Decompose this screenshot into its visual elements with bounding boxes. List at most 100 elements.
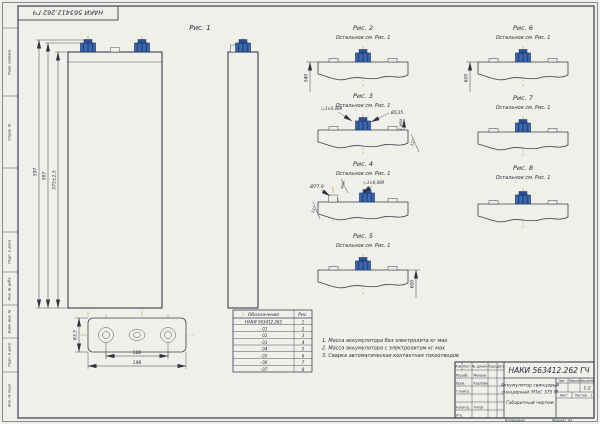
figure-4-caption: Рис. 4 [353,160,373,168]
figure-8-caption: Рис. 8 [513,164,533,172]
terminal-cap [133,38,151,53]
sig-name: Макеев [474,373,487,377]
diameter-note: Ø135 [390,109,403,116]
figure-6-note: Остальное см. Рис. 1 [496,35,551,41]
margin-label: Подп. и дата [8,240,12,264]
terminal-cap [514,190,532,205]
margin-label: Справ. № [8,123,12,140]
dim-198: 198 [133,360,142,366]
note-line: 2. Масса аккумулятора с электролитом кг … [322,346,445,352]
terminal-cap [514,118,532,133]
terminal-cap [354,256,372,271]
weld-note: ▷1×0,089 [322,106,343,111]
sig-header: Дата [496,365,504,369]
angle-note: 11° [310,205,317,213]
figure-2-caption: Рис. 2 [353,24,373,32]
diameter-note: Ø77,9 [309,183,324,190]
table-cell: 6 [302,353,305,358]
sig-role: Утв. [456,413,463,417]
terminal-circle-inner [164,331,172,339]
dim-600: 600 [409,280,415,289]
lit-label: Лит. [558,379,565,383]
sheets-value: 1 [590,394,592,398]
table-header-fig: Рис. [298,312,308,318]
figure-2-note: Остальное см. Рис. 1 [336,35,391,41]
sig-header: Изм. [455,365,463,369]
copied-label: Копировал [505,419,525,423]
figure-5: Рис. 5 Остальное см. Рис. 1 600 [317,232,420,298]
figure-3-note: Остальное см. Рис. 1 [336,103,391,109]
margin-label: Перв. примен. [8,49,12,75]
figure-7-note: Остальное см. Рис. 1 [496,105,551,111]
table-cell: 1 [302,320,305,325]
max-note: 1 мах [398,118,403,130]
scale-value: 1:2 [583,386,590,392]
table-cell: - 07 [260,367,268,372]
table-header-designation: Обозначение [248,312,279,318]
lid-outline [87,317,187,353]
table-cell: - 03 [260,340,268,345]
sig-header: Подп. [488,365,498,369]
product-name-line2: панцирный ЭПзС 375 М [502,390,558,396]
figure-5-caption: Рис. 5 [353,232,373,240]
terminal-cap [79,38,97,53]
margin-label: Взам. инв. № [8,309,12,333]
terminal-cap [354,48,372,63]
figure-4-note: Остальное см. Рис. 1 [336,171,391,177]
table-cell: 8 [302,367,305,372]
sheets-label: Листов [575,394,587,398]
figure-4: Рис. 4 Остальное см. Рис. 1 Ø77,9 ▷1×0,0… [309,160,409,224]
sig-role: Пров. [456,381,465,385]
product-name-line1: Аккумулятор свинцовый [500,383,559,389]
table-cell: - 01 [260,326,268,331]
weld-note: ▷1×0,089 [364,180,385,185]
doc-type: Габаритный чертеж [506,400,555,406]
figure-1: Рис. 1 575±1,5 587 597 [32,24,259,316]
technical-notes: 1. Масса аккумулятора без электролита кг… [322,338,459,359]
figure-8-note: Остальное см. Рис. 1 [496,175,551,181]
sig-name: Титов [473,405,484,409]
figure-5-note: Остальное см. Рис. 1 [336,243,391,249]
vent-spout [230,44,236,53]
terminal-cap [234,38,252,53]
top-mirrored-stamp: НАКИ 563412.262 ГЧ [17,5,119,21]
figure-7: Рис. 7 Остальное см. Рис. 1 [477,94,569,156]
table-cell: 3 [302,333,305,338]
stamp-text: НАКИ 563412.262 ГЧ [32,9,103,17]
dim-600: 600 [463,74,469,83]
sheet-label: Лист [559,394,567,398]
table-cell: 2 [302,326,305,331]
sig-role: Разраб. [456,373,469,377]
dim-inner: 575±1,5 [51,170,57,190]
format-label: Формат [552,419,566,423]
dim-outer: 597 [32,168,38,177]
table-cell: - 02 [260,333,268,338]
battery-front-view [67,51,163,309]
table-cell: - 06 [260,360,268,365]
figure-8: Рис. 8 Остальное см. Рис. 1 [477,164,569,228]
figure-6: Рис. 6 Остальное см. Рис. 1 600 [463,24,569,92]
terminal-cap [514,48,532,63]
margin-column: Перв. примен. Справ. № Подп. и дата Инв.… [8,49,12,407]
table-cell: 7 [302,360,305,365]
filler-plug-top-inner [133,332,141,338]
terminal-cap [358,188,376,203]
sig-header: № докум. [472,365,488,369]
mass-label: Масса [569,379,579,383]
margin-label: Инв. № дубл. [8,277,12,301]
figure-7-caption: Рис. 7 [513,94,534,102]
scale-label: Масштаб [579,379,594,383]
margin-label: Инв. № подл. [8,383,12,407]
sig-name: Карпова [474,381,488,385]
angle-note: 11° [409,138,416,146]
terminal-circle [160,327,176,343]
table-cell: НАКИ 563412.262 [245,320,282,325]
filler-plug [110,47,120,53]
table-cell: - 04 [260,347,268,352]
figure-3: Рис. 3 Остальное см. Рис. 1 Ø135 ▷1×0,08… [317,92,420,154]
max-note: мах [339,180,346,189]
figure-6-caption: Рис. 6 [513,24,533,32]
doc-number: НАКИ 563412.262 ГЧ [508,366,589,375]
